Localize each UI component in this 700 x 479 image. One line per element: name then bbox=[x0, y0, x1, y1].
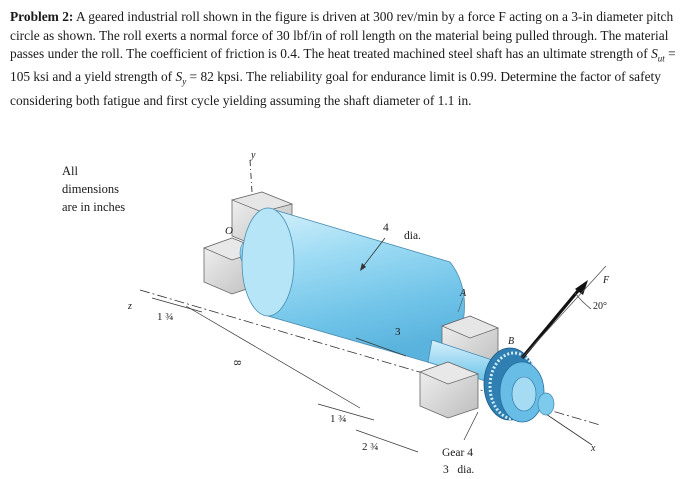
axis-z-label: z bbox=[127, 301, 132, 312]
angle-20-label: 20° bbox=[593, 301, 607, 312]
roll-shaft-figure: All dimensions are in inches y x z bbox=[62, 150, 610, 476]
dims-note-line3: are in inches bbox=[62, 200, 125, 214]
dim-roll-dia-unit: dia. bbox=[404, 230, 421, 242]
axis-y-label: y bbox=[250, 150, 256, 161]
dim-1-3-4-bottom-label: 1 ¾ bbox=[330, 413, 347, 425]
dim-1-3-4-left-label: 1 ¾ bbox=[157, 311, 174, 323]
dim-8-label: 8 bbox=[231, 360, 243, 366]
dim-2-3-4-label: 2 ¾ bbox=[362, 441, 379, 453]
point-o-label: O bbox=[225, 225, 233, 237]
problem-text-part-1: A geared industrial roll shown in the fi… bbox=[10, 9, 674, 62]
dim-8-line bbox=[185, 305, 361, 409]
point-a-leader bbox=[457, 297, 464, 313]
axis-x-label: x bbox=[590, 443, 596, 454]
x-axis-line bbox=[539, 409, 593, 446]
sut-symbol: S bbox=[651, 46, 658, 62]
angle-arc bbox=[574, 292, 592, 310]
force-f-label: F bbox=[602, 275, 610, 286]
dim-3-line bbox=[355, 337, 407, 357]
shaft-end bbox=[537, 392, 555, 416]
dim-1-3-4-left-line bbox=[151, 297, 203, 313]
sy-symbol: S bbox=[175, 69, 183, 85]
gear-label-line1: Gear 4 bbox=[442, 447, 473, 459]
gear-label-line2: 3 dia. bbox=[443, 464, 474, 476]
point-b-label: B bbox=[508, 336, 514, 347]
force-f-arrowhead bbox=[575, 280, 588, 295]
force-f-reference bbox=[521, 265, 607, 359]
problem-text-part-2: = 105 ksi and a yield strength of bbox=[10, 46, 676, 85]
problem-statement: Problem 2: A geared industrial roll show… bbox=[10, 8, 690, 110]
force-f-arrow bbox=[520, 284, 584, 360]
dim-roll-dia-leader bbox=[361, 237, 386, 269]
dim-2-3-4-line bbox=[355, 429, 419, 453]
sut-subscript: ut bbox=[657, 53, 665, 64]
dim-roll-dia-arrowhead bbox=[360, 263, 366, 271]
dims-note-line2: dimensions bbox=[62, 182, 119, 196]
right-front-bearing bbox=[419, 361, 480, 419]
point-a-label: A bbox=[459, 288, 467, 299]
gear-label-leader bbox=[463, 411, 479, 441]
dims-note-line1: All bbox=[62, 164, 79, 178]
problem-text-part-3: = 82 kpsi. The reliability goal for endu… bbox=[10, 69, 661, 108]
dim-roll-dia-value: 4 bbox=[383, 222, 389, 234]
dim-3-label: 3 bbox=[395, 326, 401, 338]
problem-label: Problem 2: bbox=[10, 9, 74, 24]
dim-1-3-4-bottom-line bbox=[317, 403, 375, 421]
gear-4 bbox=[483, 347, 545, 423]
sy-subscript: y bbox=[182, 77, 187, 88]
